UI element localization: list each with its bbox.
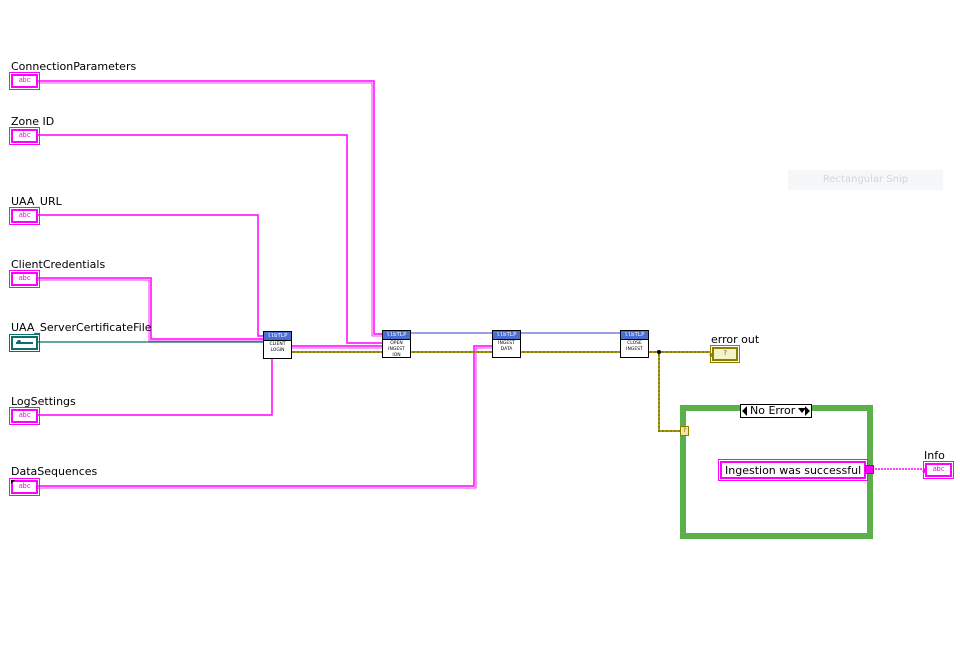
data-sequences-label: DataSequences [11, 465, 98, 478]
wire-log-settings [38, 358, 273, 416]
error-out-label: error out [711, 333, 760, 346]
close-ingest-subvi[interactable]: llbTLP CLOSE INGEST [620, 330, 649, 358]
uaa-server-certificate-file-label: UAA_ServerCertificateFile [11, 321, 152, 334]
open-ingestion-subvi[interactable]: llbTLP OPEN INGEST ION [382, 330, 411, 358]
client-login-subvi[interactable]: llbTLP CLIENT LOGIN [263, 331, 292, 359]
wire-zone-id [38, 134, 382, 344]
output-tunnel[interactable] [865, 465, 874, 474]
log-settings-terminal[interactable]: abc [9, 407, 40, 425]
zone-id-terminal[interactable]: abc [9, 127, 40, 145]
subvi-header: llbTLP [264, 332, 291, 341]
wire-data-sequences [38, 345, 492, 487]
chevron-down-icon[interactable] [798, 408, 806, 413]
error-junction [657, 350, 661, 354]
decrement-arrow-icon[interactable] [742, 406, 747, 416]
uaa-url-terminal[interactable]: abc [9, 207, 40, 225]
path-dot-icon [17, 340, 21, 344]
increment-arrow-icon[interactable] [805, 406, 810, 416]
info-label: Info [924, 449, 945, 462]
uaa-server-certificate-file-terminal[interactable] [9, 334, 40, 352]
info-terminal[interactable]: abc [922, 461, 954, 479]
client-credentials-terminal[interactable]: abc [9, 270, 40, 288]
subvi-header: llbTLP [383, 331, 410, 340]
data-sequences-terminal[interactable]: abc [9, 478, 40, 496]
array-corner-icon [11, 480, 15, 484]
case-selector-value: No Error [750, 404, 796, 417]
zone-id-label: Zone ID [11, 115, 55, 128]
subvi-header: llbTLP [493, 331, 520, 340]
subvi-header: llbTLP [621, 331, 648, 340]
uaa-url-label: UAA_URL [11, 195, 62, 208]
connection-parameters-terminal[interactable]: abc [9, 72, 40, 90]
ghost-snip-label: Rectangular Snip [788, 170, 943, 190]
wire-client-credentials [38, 277, 263, 340]
wire-error-5 [658, 352, 681, 432]
error-out-terminal[interactable]: ? [709, 345, 740, 363]
wire-data-sequences-b [38, 347, 492, 489]
client-credentials-label: ClientCredentials [11, 258, 106, 271]
wire-client-credentials-b [38, 279, 263, 342]
connection-parameters-label: ConnectionParameters [11, 60, 137, 73]
ingest-data-subvi[interactable]: llbTLP INGEST DATA [492, 330, 521, 358]
wire-connection-parameters [38, 80, 382, 335]
case-selector-terminal[interactable]: ? [680, 426, 689, 436]
success-string-constant[interactable]: Ingestion was successful [717, 459, 869, 481]
case-selector[interactable]: No Error [740, 404, 812, 418]
log-settings-label: LogSettings [11, 395, 76, 408]
path-line-icon [16, 342, 33, 344]
wire-connection-parameters-b [38, 82, 382, 337]
wire-uaa-url [38, 214, 263, 337]
